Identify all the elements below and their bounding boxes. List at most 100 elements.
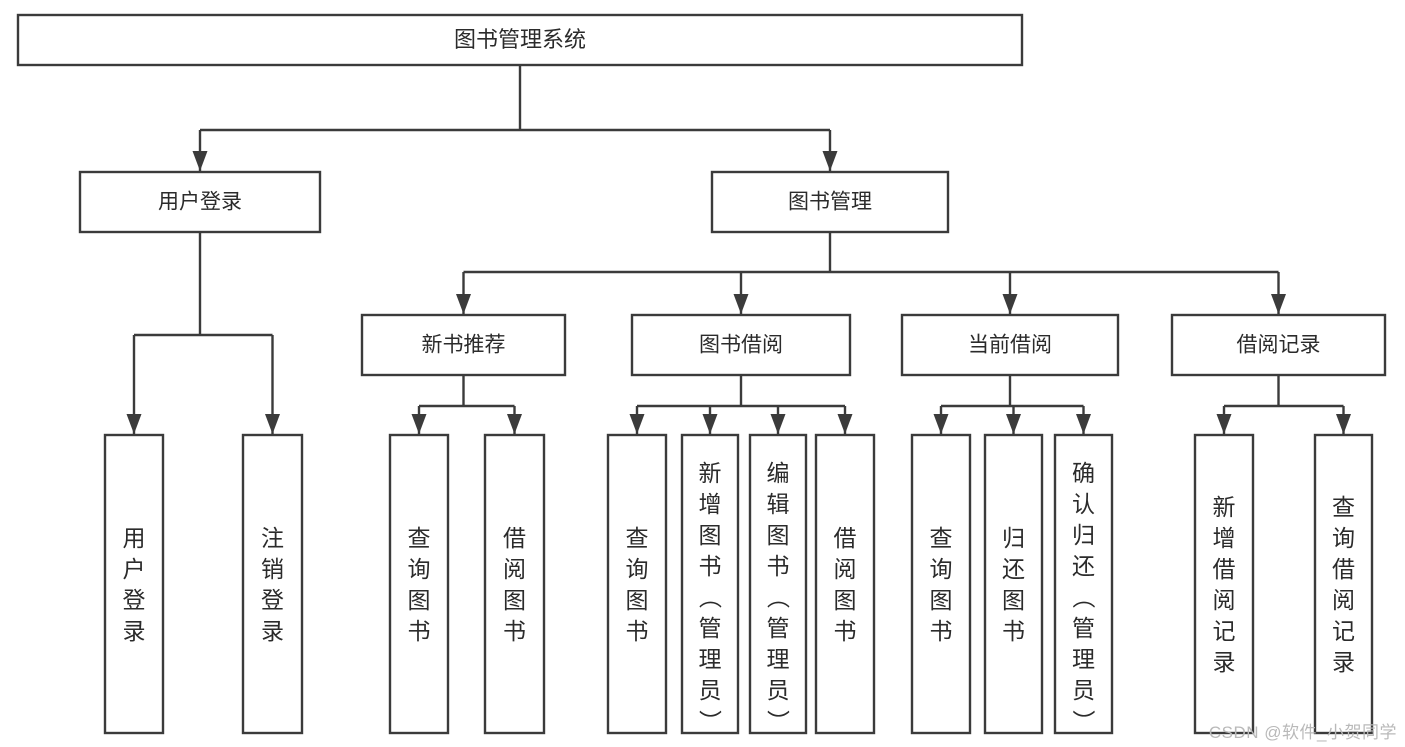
arrow-head-icon xyxy=(1271,294,1286,314)
leaf-node-0-box[interactable] xyxy=(103,433,165,735)
leaf-node-0-char: 录 xyxy=(123,618,146,644)
leaf-node-12-char: 查 xyxy=(1332,494,1355,520)
leaf-node-12-char: 录 xyxy=(1332,649,1355,675)
level1-node-0-box[interactable] xyxy=(78,170,322,234)
leaf-node-6-char: 书 xyxy=(767,553,790,579)
level2-node-0-box[interactable] xyxy=(360,313,567,377)
arrow-head-icon xyxy=(837,414,853,434)
level2-node-3-box[interactable] xyxy=(1170,313,1387,377)
leaf-node-7-char: 借 xyxy=(834,525,857,551)
node-layer: 图书管理系统用户登录图书管理新书推荐图书借阅当前借阅借阅记录用户登录注销登录查询… xyxy=(16,13,1387,735)
arrow-head-icon xyxy=(1076,414,1091,434)
leaf-node-3-char: 图 xyxy=(503,587,526,613)
leaf-node-1-char: 销 xyxy=(261,556,284,582)
level2-node-2[interactable]: 当前借阅 xyxy=(900,313,1120,377)
arrow-head-icon xyxy=(1336,414,1351,434)
leaf-node-6-char: ） xyxy=(765,710,791,733)
level2-node-1[interactable]: 图书借阅 xyxy=(630,313,852,377)
leaf-node-8-char: 书 xyxy=(930,618,953,644)
level1-node-1[interactable]: 图书管理 xyxy=(710,170,950,234)
leaf-node-1-box[interactable] xyxy=(241,433,304,735)
level2-node-1-box[interactable] xyxy=(630,313,852,377)
level2-node-2-box[interactable] xyxy=(900,313,1120,377)
leaf-node-12-char: 记 xyxy=(1332,618,1355,644)
leaf-node-9-box[interactable] xyxy=(983,433,1044,735)
leaf-node-1-char: 注 xyxy=(261,525,284,551)
leaf-node-5-char: 书 xyxy=(699,553,722,579)
leaf-node-6-char: 编 xyxy=(767,460,790,486)
root-node-box[interactable] xyxy=(16,13,1024,67)
leaf-node-10-char: 管 xyxy=(1072,615,1095,641)
leaf-node-11-char: 增 xyxy=(1213,525,1236,551)
leaf-node-9-char: 书 xyxy=(1002,618,1025,644)
leaf-node-12-char: 阅 xyxy=(1332,587,1355,613)
csdn-watermark: CSDN @软件_小贺同学 xyxy=(1208,723,1397,742)
root-node-label: 图书管理系统 xyxy=(454,27,586,52)
leaf-node-4-char: 查 xyxy=(626,525,649,551)
level1-node-0[interactable]: 用户登录 xyxy=(78,170,322,234)
leaf-node-7-box[interactable] xyxy=(814,433,876,735)
leaf-node-3-char: 阅 xyxy=(503,556,526,582)
leaf-node-9-char: 图 xyxy=(1002,587,1025,613)
leaf-node-4-char: 书 xyxy=(626,618,649,644)
leaf-node-0-char: 用 xyxy=(123,525,146,551)
leaf-node-5-char: 员 xyxy=(699,677,722,703)
leaf-node-0[interactable]: 用户登录 xyxy=(103,433,165,735)
arrow-head-icon xyxy=(770,414,786,434)
level2-node-0[interactable]: 新书推荐 xyxy=(360,313,567,377)
leaf-node-11-box[interactable] xyxy=(1193,433,1255,735)
leaf-node-4-box[interactable] xyxy=(606,433,668,735)
arrow-head-icon xyxy=(411,414,427,434)
leaf-node-12-box[interactable] xyxy=(1313,433,1374,735)
leaf-node-5-char: ） xyxy=(697,710,723,733)
root-node[interactable]: 图书管理系统 xyxy=(16,13,1024,67)
leaf-node-2-box[interactable] xyxy=(388,433,450,735)
leaf-node-6-box[interactable] xyxy=(748,433,808,735)
level2-node-3-label: 借阅记录 xyxy=(1237,334,1321,357)
arrow-head-icon xyxy=(126,414,142,434)
leaf-node-10-box[interactable] xyxy=(1053,433,1114,735)
leaf-node-10-char: 归 xyxy=(1072,522,1095,548)
level1-node-1-box[interactable] xyxy=(710,170,950,234)
leaf-node-11-char: 借 xyxy=(1213,556,1236,582)
leaf-node-11-char: 新 xyxy=(1213,494,1236,520)
leaf-node-8-char: 询 xyxy=(930,556,953,582)
connector-layer xyxy=(126,65,1351,434)
leaf-node-0-char: 户 xyxy=(123,556,146,582)
arrow-head-icon xyxy=(933,414,949,434)
leaf-node-3-char: 借 xyxy=(503,525,526,551)
leaf-node-7-char: 书 xyxy=(834,618,857,644)
leaf-node-1-char: 录 xyxy=(261,618,284,644)
level2-node-3[interactable]: 借阅记录 xyxy=(1170,313,1387,377)
leaf-node-0-char: 登 xyxy=(123,587,146,613)
leaf-node-11-char: 记 xyxy=(1213,618,1236,644)
leaf-node-2-char: 查 xyxy=(408,525,431,551)
leaf-node-10-char: 员 xyxy=(1072,677,1095,703)
leaf-node-8-box[interactable] xyxy=(910,433,972,735)
leaf-node-10-char: 还 xyxy=(1072,553,1095,579)
leaf-node-12-char: 借 xyxy=(1332,556,1355,582)
arrow-head-icon xyxy=(1002,294,1018,314)
arrow-head-icon xyxy=(265,414,280,434)
leaf-node-5-char: 管 xyxy=(699,615,722,641)
leaf-node-6-char: 辑 xyxy=(767,491,790,517)
leaf-node-2-char: 图 xyxy=(408,587,431,613)
leaf-node-3-box[interactable] xyxy=(483,433,546,735)
leaf-node-5-char: 理 xyxy=(699,646,722,672)
leaf-node-9-char: 还 xyxy=(1002,556,1025,582)
leaf-node-6-char: 管 xyxy=(767,615,790,641)
leaf-node-5-box[interactable] xyxy=(680,433,740,735)
